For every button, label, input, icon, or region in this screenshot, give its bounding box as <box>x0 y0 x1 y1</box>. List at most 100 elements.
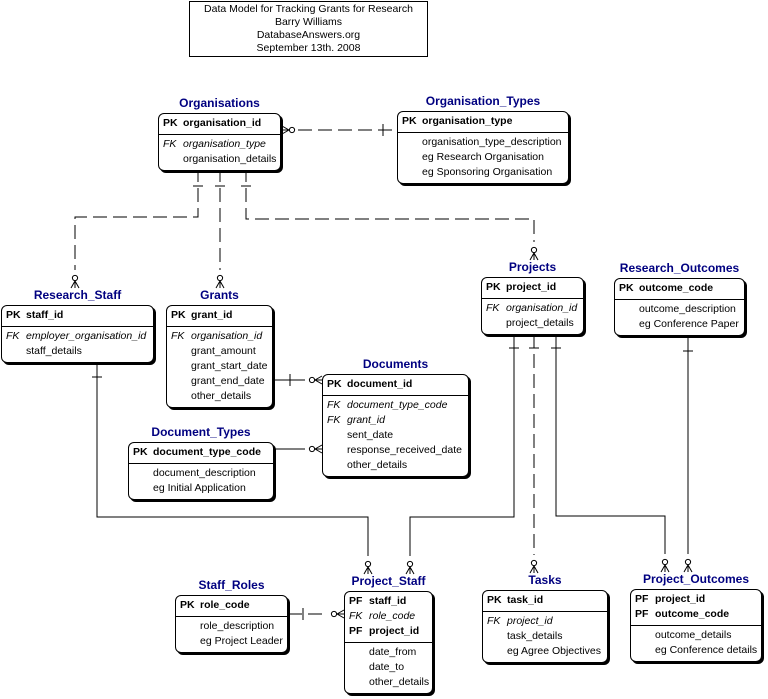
entity-field: eg Conference details <box>631 643 761 658</box>
many-marker-circle <box>364 560 372 568</box>
many-marker-circle <box>288 126 296 134</box>
field-name: organisation_id <box>183 117 262 129</box>
field-key-tag: PK <box>486 281 501 293</box>
field-key-tag <box>631 628 655 643</box>
field-key-tag: PK <box>487 594 502 606</box>
field-name: date_from <box>369 646 417 658</box>
field-key-tag <box>167 389 191 404</box>
field-name: document_type_code <box>153 446 261 458</box>
entity-field: other_details <box>345 675 432 690</box>
field-name: response_received_date <box>347 444 462 456</box>
field-name: eg Research Organisation <box>422 151 544 163</box>
entity-field: eg Initial Application <box>129 481 273 496</box>
entity-name: Organisation_Types <box>425 94 541 108</box>
many-marker <box>336 613 345 619</box>
title-line: Data Model for Tracking Grants for Resea… <box>204 3 413 15</box>
field-key-tag <box>631 643 655 658</box>
field-name: eg Initial Application <box>153 482 246 494</box>
field-key-tag <box>345 645 369 660</box>
entity-field: PK organisation_type <box>398 114 568 129</box>
entity-field: eg Research Organisation <box>398 150 568 165</box>
entity-name: Research_Outcomes <box>619 261 740 275</box>
entity-field: grant_amount <box>167 344 272 359</box>
many-marker <box>336 609 345 615</box>
field-name: eg Project Leader <box>200 635 283 647</box>
field-key-tag <box>398 135 422 150</box>
many-marker <box>219 280 225 289</box>
entity-field: date_from <box>345 645 432 660</box>
field-key-tag <box>615 302 639 317</box>
field-key-tag: PK <box>180 599 195 611</box>
field-key-tag <box>398 150 422 165</box>
entity-name: Documents <box>362 357 429 371</box>
rel-org-researchstaff-line <box>74 168 199 270</box>
author-line: Barry Williams <box>274 16 343 28</box>
field-name: outcome_description <box>639 303 736 315</box>
entity-field: organisation_details <box>159 152 280 167</box>
field-name: eg Conference Paper <box>639 318 739 330</box>
field-name: sent_date <box>347 429 394 441</box>
many-marker <box>314 379 323 385</box>
entity-field: project_details <box>482 316 583 331</box>
field-name: task_details <box>507 630 563 642</box>
entity-field: response_received_date <box>323 443 468 458</box>
field-name: project_id <box>369 625 420 637</box>
field-key-tag: PK <box>402 115 417 127</box>
field-name: organisation_type <box>422 115 513 127</box>
field-name: project_id <box>507 615 553 627</box>
many-marker <box>314 444 323 450</box>
field-key-tag: FK <box>163 138 177 150</box>
many-marker-circle <box>71 274 79 282</box>
many-marker-circle <box>406 560 414 568</box>
entity-field: grant_start_date <box>167 359 272 374</box>
entity-field: other_details <box>167 389 272 404</box>
field-key-tag <box>323 443 347 458</box>
field-name: grant_id <box>347 414 385 426</box>
many-marker <box>314 448 323 454</box>
many-marker <box>660 564 666 573</box>
field-key-tag: FK <box>487 615 501 627</box>
date-line: September 13th. 2008 <box>256 42 361 54</box>
field-key-tag: PK <box>6 309 21 321</box>
entity-field: staff_details <box>2 344 153 359</box>
field-key-tag <box>345 675 369 690</box>
field-name: eg Sponsoring Organisation <box>422 166 553 178</box>
field-key-tag <box>167 344 191 359</box>
entity-name: Document_Types <box>151 425 251 439</box>
